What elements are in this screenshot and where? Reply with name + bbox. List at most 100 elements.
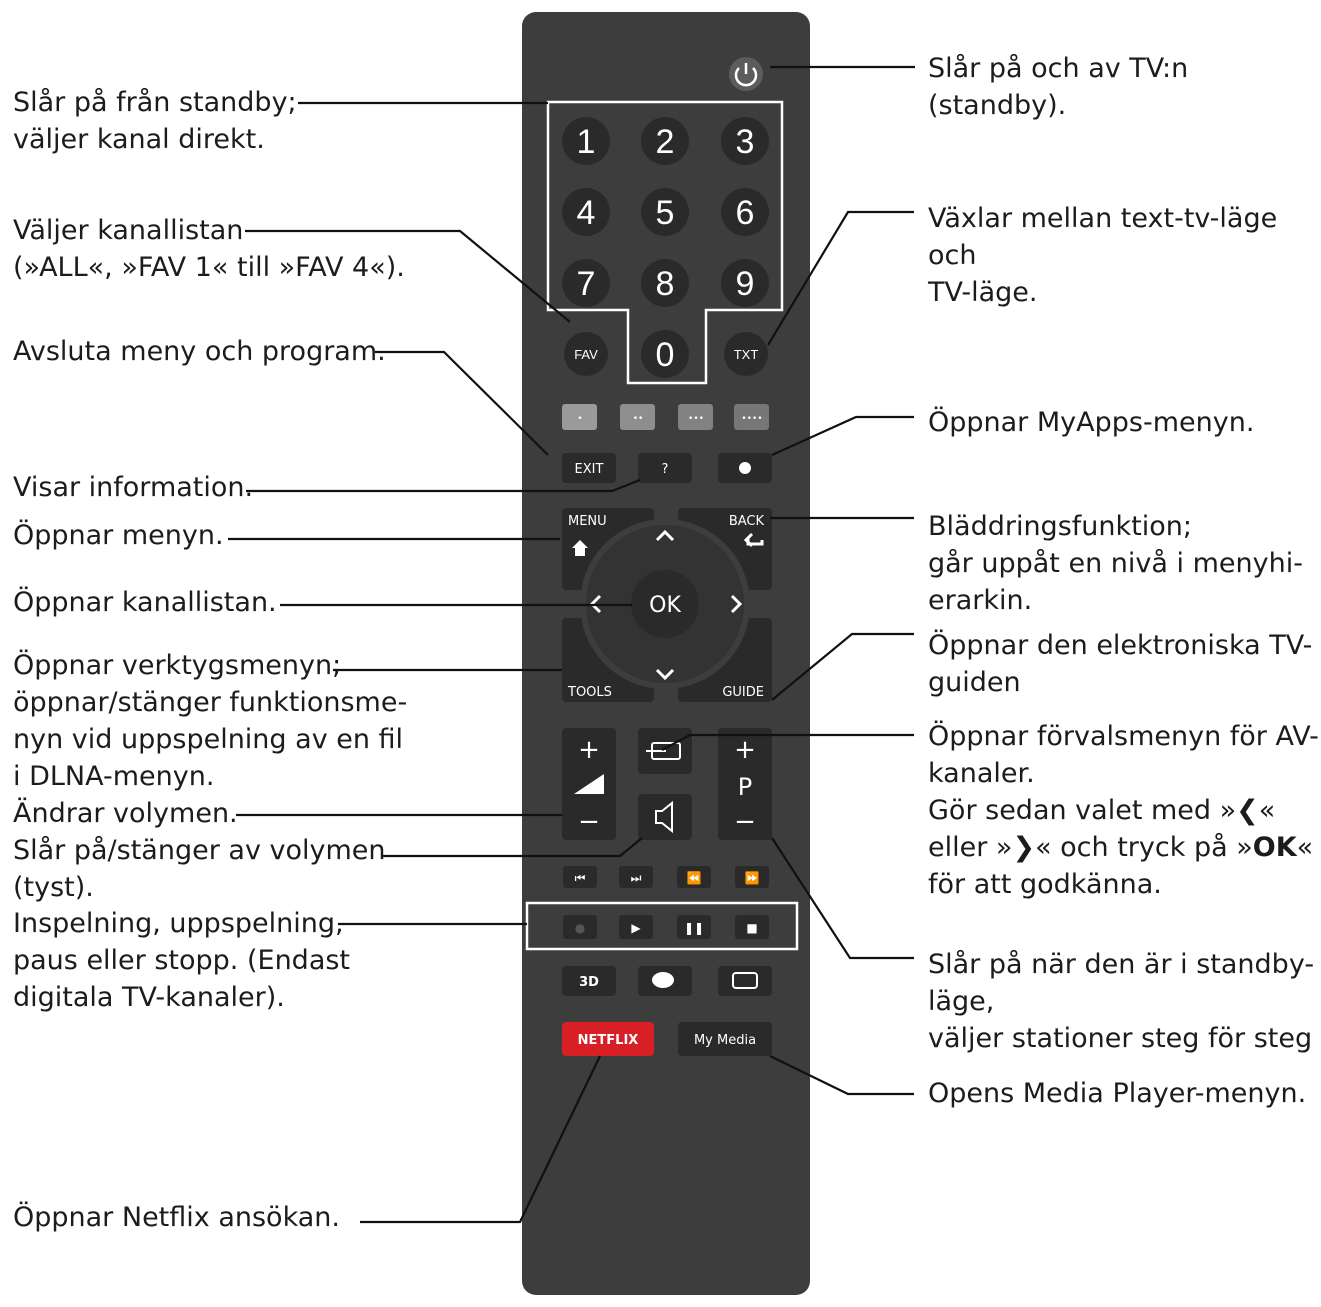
3d-button[interactable]: 3D	[562, 966, 616, 996]
play-button[interactable]: ▶	[619, 915, 653, 939]
mymedia-button-label: My Media	[694, 1033, 756, 1048]
exit-button[interactable]: EXIT	[562, 453, 616, 483]
ok-button[interactable]: OK	[631, 570, 699, 638]
leader-exit	[375, 350, 549, 456]
stop-icon: ■	[746, 921, 757, 935]
digit-1-button[interactable]: 1	[562, 117, 610, 165]
color-button-1-label: •	[577, 414, 582, 424]
label-av-line-4: eller »❯« och tryck på »OK«	[928, 829, 1319, 866]
program-p-label: P	[738, 773, 752, 801]
fast-forward-icon: ⏩	[745, 871, 760, 885]
digit-4-button[interactable]: 4	[562, 188, 610, 236]
digit-5-button[interactable]: 5	[641, 188, 689, 236]
subtitle-icon	[732, 972, 758, 989]
digit-2-label: 2	[656, 123, 675, 161]
label-av-line-4-pre: eller »	[928, 832, 1013, 863]
label-av-line-3: Gör sedan valet med »❮«	[928, 792, 1319, 829]
netflix-button-label: NETFLIX	[578, 1033, 639, 1048]
previous-icon: ⏮	[575, 871, 586, 885]
digit-4-label: 4	[577, 194, 596, 232]
fav-button-label: FAV	[574, 347, 598, 362]
mymedia-button[interactable]: My Media	[678, 1022, 772, 1056]
label-av-line-4-post: «	[1296, 832, 1314, 863]
digit-8-button[interactable]: 8	[641, 259, 689, 307]
myapps-icon	[739, 462, 751, 474]
label-av-line-3-post: «	[1258, 795, 1276, 826]
playback-frame	[525, 901, 799, 951]
label-av-line-2: kanaler.	[928, 758, 1035, 789]
label-exit: Avsluta meny och program.	[13, 336, 386, 367]
record-icon: ●	[575, 921, 585, 935]
label-av-ok: OK	[1252, 832, 1297, 863]
color-button-1[interactable]: •	[562, 404, 597, 430]
digit-3-button[interactable]: 3	[721, 117, 769, 165]
digit-5-label: 5	[656, 194, 675, 232]
ok-button-label: OK	[649, 593, 681, 618]
leader-txt	[767, 210, 914, 346]
audio-language-button[interactable]	[638, 966, 692, 996]
color-button-3[interactable]: •••	[678, 404, 713, 430]
volume-down-label: −	[578, 807, 600, 837]
up-arrow-icon[interactable]	[655, 529, 675, 542]
digit-7-button[interactable]: 7	[562, 259, 610, 307]
fast-forward-button[interactable]: ⏩	[735, 866, 769, 888]
color-button-2-label: ••	[633, 414, 644, 424]
source-button[interactable]	[638, 728, 692, 774]
label-standby-on: Slår på från standby; väljer kanal direk…	[13, 87, 297, 155]
myapps-button[interactable]	[718, 453, 772, 483]
guide-button-label: GUIDE	[722, 685, 764, 700]
digit-7-label: 7	[577, 265, 596, 303]
previous-button[interactable]: ⏮	[563, 866, 597, 888]
volume-up-label: +	[578, 735, 600, 765]
record-button[interactable]: ●	[563, 915, 597, 939]
pause-button[interactable]: ❚❚	[677, 915, 711, 939]
mute-button[interactable]	[638, 794, 692, 840]
info-button[interactable]: ?	[638, 453, 692, 483]
program-down-label: −	[734, 807, 756, 837]
exit-button-label: EXIT	[575, 462, 604, 477]
tools-button-label: TOOLS	[567, 685, 612, 700]
label-back: Bläddringsfunktion; går uppåt en nivå i …	[928, 511, 1303, 616]
label-info: Visar information.	[13, 472, 254, 503]
color-button-2[interactable]: ••	[620, 404, 655, 430]
digit-1-label: 1	[577, 123, 596, 161]
next-button[interactable]: ⏭	[619, 866, 653, 888]
volume-rocker[interactable]: + −	[562, 728, 616, 840]
color-button-3-label: •••	[688, 414, 704, 424]
digit-9-button[interactable]: 9	[721, 259, 769, 307]
menu-button-label: MENU	[568, 514, 607, 529]
rewind-button[interactable]: ⏪	[677, 866, 711, 888]
label-av-line-1: Öppnar förvalsmenyn för AV-	[928, 721, 1319, 752]
program-up-label: +	[734, 735, 756, 765]
digit-9-label: 9	[736, 265, 755, 303]
color-button-4[interactable]: ••••	[734, 404, 769, 430]
down-arrow-icon[interactable]	[655, 668, 675, 681]
chevron-left-icon: ❮	[1236, 795, 1259, 826]
pause-icon: ❚❚	[684, 921, 704, 935]
subtitle-button[interactable]	[718, 966, 772, 996]
txt-button[interactable]: TXT	[724, 332, 768, 376]
txt-button-label: TXT	[734, 347, 759, 362]
label-av: Öppnar förvalsmenyn för AV- kanaler. Gör…	[928, 718, 1319, 903]
right-arrow-icon[interactable]	[730, 594, 743, 614]
label-netflix: Öppnar Netflix ansökan.	[13, 1202, 340, 1233]
leader-info	[246, 478, 641, 493]
label-record: Inspelning, uppspelning, paus eller stop…	[13, 908, 351, 1013]
fav-button[interactable]: FAV	[564, 332, 608, 376]
digit-0-button[interactable]: 0	[641, 330, 689, 378]
number-pad-frame	[546, 100, 784, 385]
leader-myapps	[771, 415, 914, 457]
label-mute: Slår på/stänger av volymen (tyst).	[13, 835, 386, 903]
leader-mute	[383, 837, 643, 858]
digit-3-label: 3	[736, 123, 755, 161]
home-icon	[572, 540, 588, 556]
digit-6-button[interactable]: 6	[721, 188, 769, 236]
power-button[interactable]	[729, 57, 763, 91]
digit-2-button[interactable]: 2	[641, 117, 689, 165]
stop-button[interactable]: ■	[735, 915, 769, 939]
netflix-button[interactable]: NETFLIX	[562, 1022, 654, 1056]
label-myapps: Öppnar MyApps-menyn.	[928, 407, 1255, 438]
label-guide: Öppnar den elektroniska TV- guiden	[928, 630, 1313, 698]
program-rocker[interactable]: + P −	[718, 728, 772, 840]
